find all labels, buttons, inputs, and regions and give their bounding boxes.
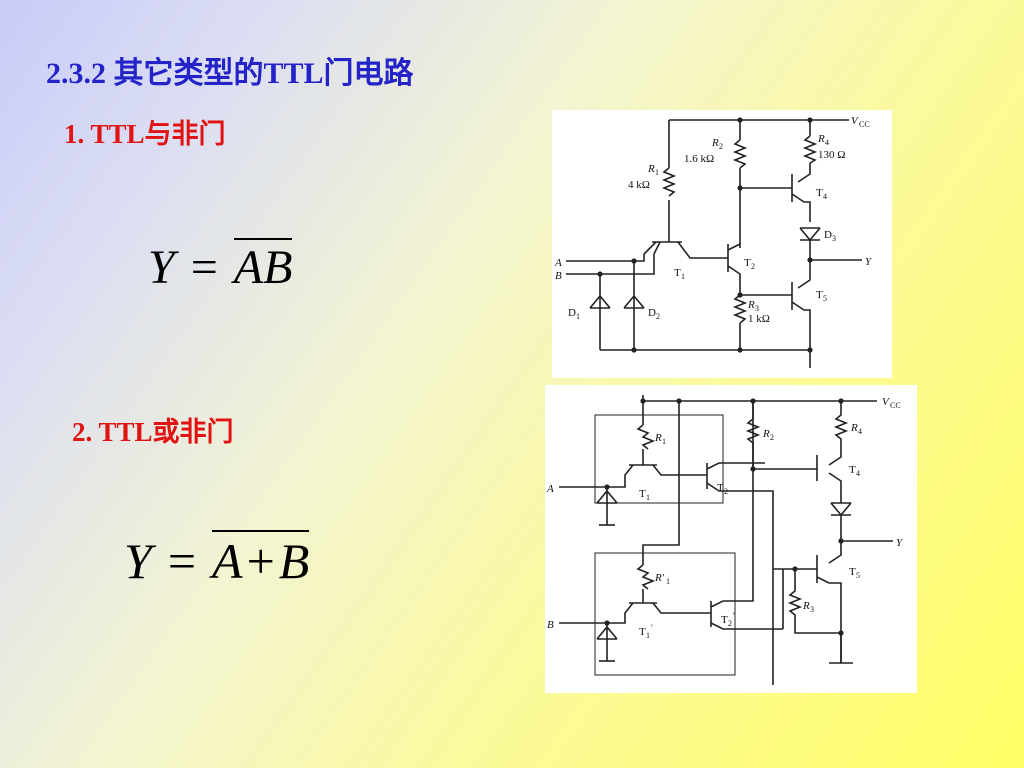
nand-circuit-diagram: V CC R 1 4 kΩ R 2 1.6 kΩ R 3 1 kΩ R 4 13… — [552, 110, 892, 378]
nor-r2-sub: 2 — [770, 433, 774, 442]
nand-t5-sub: 5 — [823, 294, 827, 303]
formula-nand-lhs: Y — [148, 241, 175, 294]
nand-t4-sub: 4 — [823, 192, 827, 201]
nor-t1-prime-label: T — [639, 626, 646, 638]
nor-t1-label: T — [639, 488, 646, 500]
formula-nor-a: A — [212, 533, 243, 589]
nor-t4-sub: 4 — [856, 469, 860, 478]
nand-t2-sub: 2 — [751, 262, 755, 271]
nor-r4-label: R — [850, 422, 858, 434]
nor-output-y: Y — [896, 537, 904, 549]
formula-nor: Y = A+B — [124, 530, 310, 589]
nor-t4-label: T — [849, 464, 856, 476]
nor-t5-label: T — [849, 566, 856, 578]
nand-circuit-svg: V CC R 1 4 kΩ R 2 1.6 kΩ R 3 1 kΩ R 4 13… — [554, 115, 873, 368]
nand-r2-label: R — [711, 137, 719, 149]
nor-t2-prime-mark: ′ — [733, 611, 735, 621]
nand-t5-label: T — [816, 289, 823, 301]
nand-r4-label: R — [817, 133, 825, 145]
nor-vcc-sub: CC — [890, 401, 901, 410]
formula-nand-rhs: AB — [233, 238, 293, 292]
nor-r1-prime-sub: 1 — [666, 577, 670, 586]
nor-t5-sub: 5 — [856, 571, 860, 580]
nand-r1-sub: 1 — [655, 168, 659, 177]
nand-r1-value: 4 kΩ — [628, 179, 650, 191]
formula-nor-eq: = — [167, 533, 197, 589]
nand-r3-label: R — [747, 299, 755, 311]
slide-title: 2.3.2 其它类型的TTL门电路 — [46, 57, 414, 90]
formula-nand-eq: = — [190, 241, 218, 294]
nand-r4-value: 130 Ω — [818, 149, 845, 161]
section-heading-nand: 1. TTL与非门 — [64, 119, 226, 149]
nand-output-y: Y — [865, 256, 873, 268]
nor-r2-label: R — [762, 428, 770, 440]
nand-input-b: B — [555, 270, 562, 282]
formula-nor-rhs: A+B — [212, 530, 310, 589]
nand-input-a: A — [554, 257, 562, 269]
nand-r2-value: 1.6 kΩ — [684, 153, 714, 165]
nor-t1-prime-sub: 1 — [646, 631, 650, 640]
nand-t1-label: T — [674, 267, 681, 279]
formula-nor-b: B — [278, 533, 310, 589]
nand-vcc-label: V — [851, 115, 859, 127]
nand-d2-sub: 2 — [656, 312, 660, 321]
formula-nor-lhs: Y — [124, 533, 152, 589]
nor-input-a: A — [546, 483, 554, 495]
nor-r1-prime-label: R′ — [654, 572, 665, 584]
section-heading-nor: 2. TTL或非门 — [72, 417, 234, 447]
nor-r1-sub: 1 — [662, 437, 666, 446]
nor-r4-sub: 4 — [858, 427, 862, 436]
nor-circuit-svg: V CC R 1 R′ 1 R 2 R 3 R 4 T 1 T 1 ′ T 2 … — [546, 395, 904, 685]
formula-nor-op: + — [246, 533, 275, 589]
nor-input-b: B — [547, 619, 554, 631]
nand-r2-sub: 2 — [719, 142, 723, 151]
nand-r4-sub: 4 — [825, 138, 829, 147]
nor-circuit-diagram: V CC R 1 R′ 1 R 2 R 3 R 4 T 1 T 1 ′ T 2 … — [545, 385, 917, 693]
nand-d3-label: D — [824, 229, 832, 241]
nand-r3-value: 1 kΩ — [748, 313, 770, 325]
nor-t2-prime-sub: 2 — [728, 619, 732, 628]
nor-t2-sub: 2 — [724, 487, 728, 496]
nor-t2-label: T — [717, 482, 724, 494]
nand-d1-sub: 1 — [576, 312, 580, 321]
nand-r1-label: R — [647, 163, 655, 175]
nand-t2-label: T — [744, 257, 751, 269]
nor-t1-sub: 1 — [646, 493, 650, 502]
nor-t1-prime-mark: ′ — [651, 623, 653, 633]
formula-nand: Y = AB — [148, 238, 293, 294]
nand-d2-label: D — [648, 307, 656, 319]
nor-r1-label: R — [654, 432, 662, 444]
nand-r3-sub: 3 — [755, 304, 759, 313]
nand-d1-label: D — [568, 307, 576, 319]
nor-t2-prime-label: T — [721, 614, 728, 626]
nand-t1-sub: 1 — [681, 272, 685, 281]
nand-d3-sub: 3 — [832, 234, 836, 243]
nor-r3-label: R — [802, 600, 810, 612]
nand-vcc-sub: CC — [859, 120, 870, 129]
nor-vcc-label: V — [882, 396, 890, 408]
nor-r3-sub: 3 — [810, 605, 814, 614]
nand-t4-label: T — [816, 187, 823, 199]
